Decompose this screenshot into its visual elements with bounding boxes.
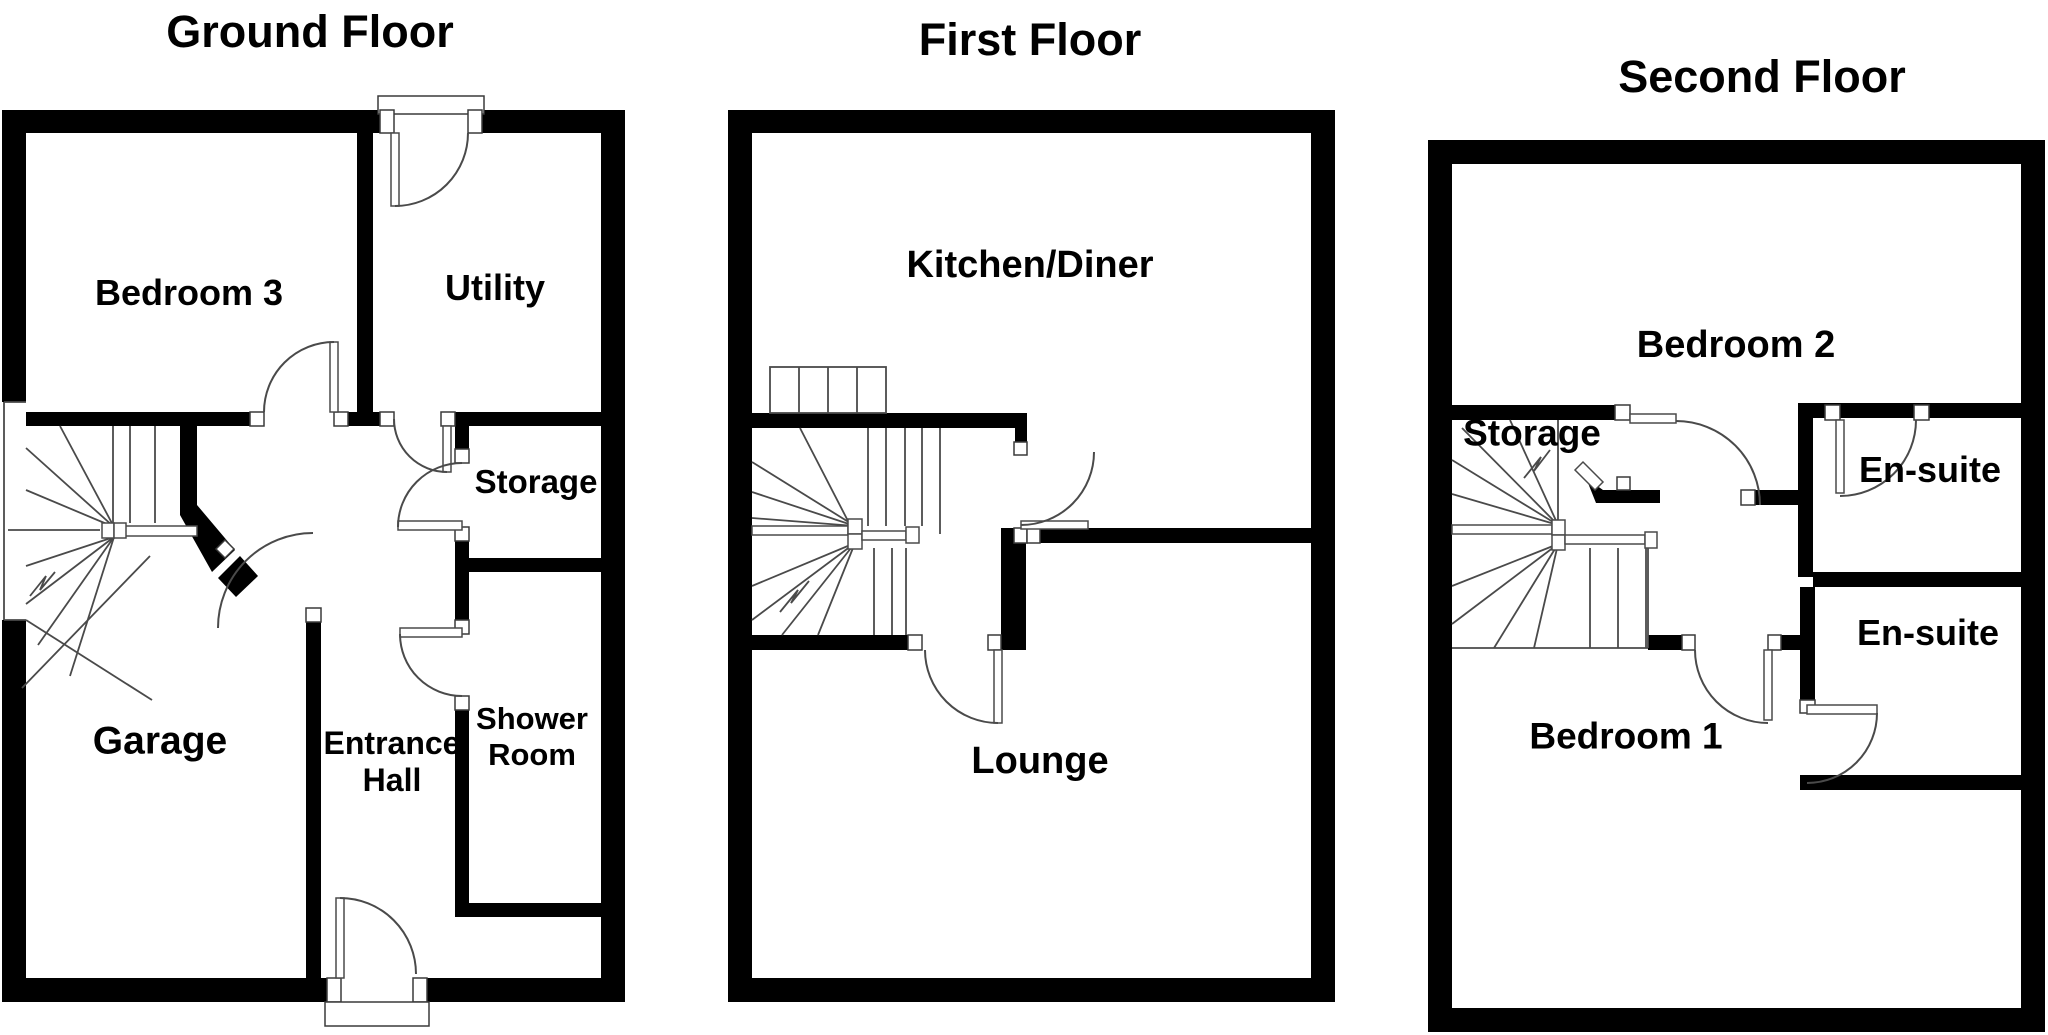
ensuite-lower-door bbox=[1799, 699, 1878, 784]
floor-title-ground: Ground Floor bbox=[166, 6, 454, 57]
bedroom3-door bbox=[249, 341, 349, 427]
stair-bay-outline bbox=[3, 401, 26, 621]
utility-exterior-door bbox=[377, 95, 485, 207]
front-door bbox=[324, 897, 430, 1027]
room-label-storage-second: Storage bbox=[1463, 412, 1601, 454]
room-label-ensuite-upper: En-suite bbox=[1858, 449, 2002, 491]
room-label-lounge: Lounge bbox=[971, 739, 1109, 782]
second-floor-plan bbox=[1428, 140, 2045, 1032]
room-label-entrance-hall: Entrance Hall bbox=[323, 724, 461, 798]
room-label-bedroom1: Bedroom 1 bbox=[1529, 715, 1723, 757]
lounge-door bbox=[907, 634, 1003, 724]
room-label-ensuite-lower: En-suite bbox=[1856, 612, 2000, 654]
ground-floor-plan bbox=[2, 95, 625, 1027]
room-label-bedroom2: Bedroom 2 bbox=[1636, 323, 1836, 366]
room-label-kitchen-diner: Kitchen/Diner bbox=[906, 243, 1154, 286]
floor-title-second: Second Floor bbox=[1618, 51, 1906, 102]
utility-inner-door bbox=[379, 411, 456, 473]
bedroom1-door bbox=[1681, 634, 1782, 724]
bedroom2-door bbox=[1573, 404, 1761, 506]
ground-floor-stairs bbox=[8, 425, 198, 701]
ensuite-upper-door bbox=[1824, 404, 1930, 497]
first-floor-plan bbox=[728, 110, 1335, 1002]
ground-storage-door bbox=[397, 448, 470, 542]
room-label-utility: Utility bbox=[444, 267, 546, 309]
room-label-bedroom3: Bedroom 3 bbox=[94, 272, 284, 314]
room-label-shower-room: Shower Room bbox=[476, 701, 588, 772]
floor-title-first: First Floor bbox=[918, 14, 1142, 65]
shower-room-door bbox=[399, 619, 470, 711]
garage-door bbox=[217, 532, 322, 629]
room-label-garage: Garage bbox=[92, 719, 228, 763]
first-floor-stairs bbox=[751, 366, 941, 636]
second-floor-stairs bbox=[1451, 419, 1658, 649]
room-label-storage-ground: Storage bbox=[474, 462, 598, 500]
angled-door-jamb bbox=[214, 538, 236, 560]
kitchen-doorway bbox=[1013, 441, 1095, 544]
